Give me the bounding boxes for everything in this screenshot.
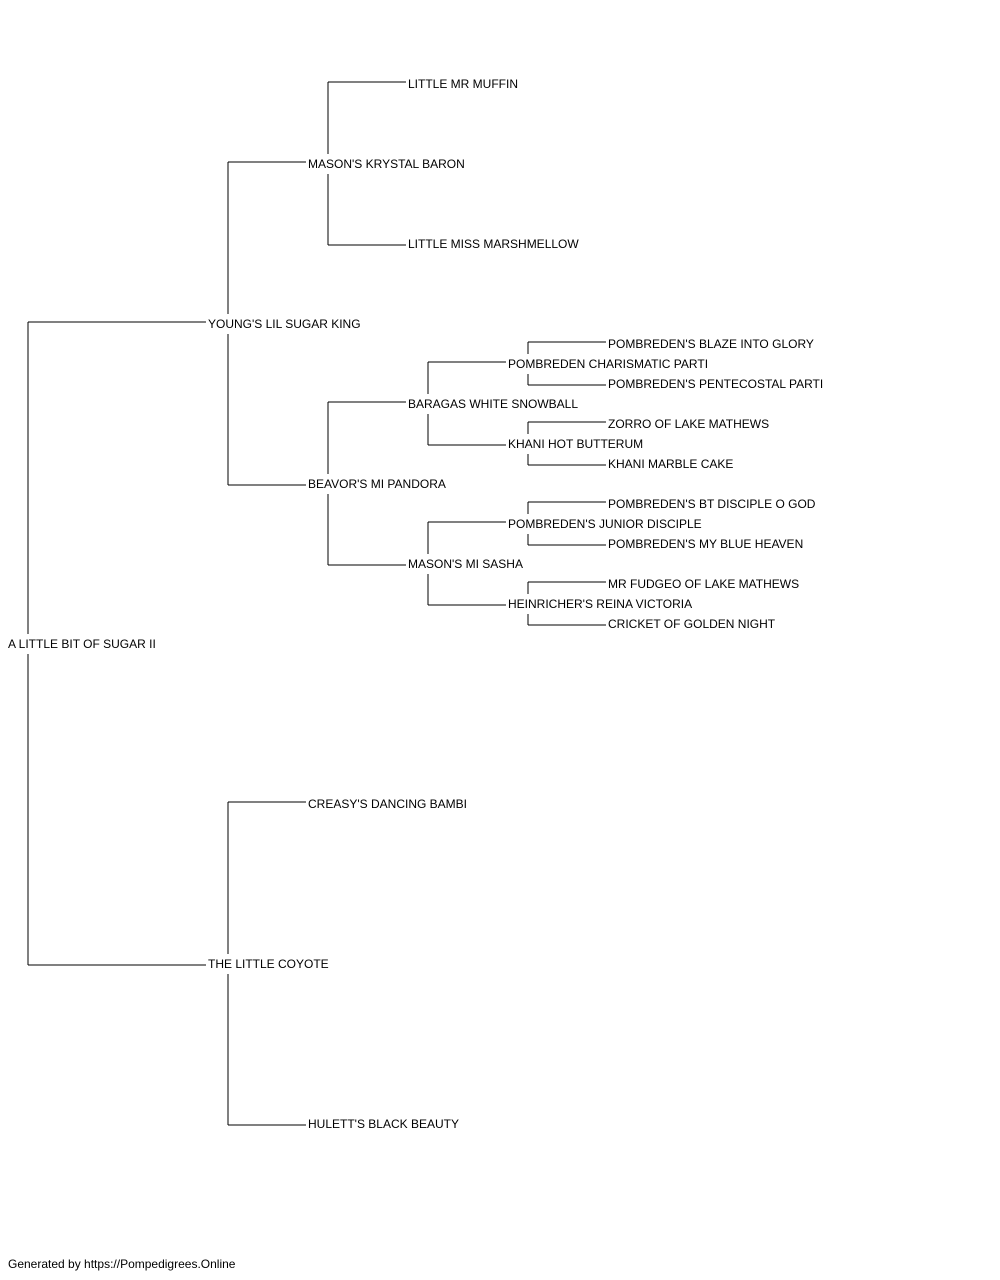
dog-name-dd: HULETT'S BLACK BEAUTY <box>308 1117 459 1131</box>
dog-name-d: THE LITTLE COYOTE <box>208 957 329 971</box>
pedigree-labels: A LITTLE BIT OF SUGAR II YOUNG'S LIL SUGA… <box>8 77 823 1131</box>
dog-name-sd: BEAVOR'S MI PANDORA <box>308 477 446 491</box>
dog-name-sdsd: KHANI HOT BUTTERUM <box>508 437 643 451</box>
pedigree-connectors <box>27 81 606 1126</box>
dog-name-sdssd: POMBREDEN'S PENTECOSTAL PARTI <box>608 377 823 391</box>
dog-name-sss: LITTLE MR MUFFIN <box>408 77 518 91</box>
dog-name-ds: CREASY'S DANCING BAMBI <box>308 797 467 811</box>
dog-name-sdds: POMBREDEN'S JUNIOR DISCIPLE <box>508 517 702 531</box>
dog-name-sddds: MR FUDGEO OF LAKE MATHEWS <box>608 577 799 591</box>
dog-name-sddsd: POMBREDEN'S MY BLUE HEAVEN <box>608 537 803 551</box>
dog-name-sdsdd: KHANI MARBLE CAKE <box>608 457 733 471</box>
dog-name-sddss: POMBREDEN'S BT DISCIPLE O GOD <box>608 497 816 511</box>
dog-name-ssd: LITTLE MISS MARSHMELLOW <box>408 237 579 251</box>
dog-name-sddd: HEINRICHER'S REINA VICTORIA <box>508 597 692 611</box>
dog-name-sdss: POMBREDEN CHARISMATIC PARTI <box>508 357 708 371</box>
footer-credit: Generated by https://Pompedigrees.Online <box>8 1257 236 1271</box>
dog-name-sdsss: POMBREDEN'S BLAZE INTO GLORY <box>608 337 814 351</box>
dog-name-sdddd: CRICKET OF GOLDEN NIGHT <box>608 617 776 631</box>
dog-name-sdsds: ZORRO OF LAKE MATHEWS <box>608 417 769 431</box>
dog-name-sds: BARAGAS WHITE SNOWBALL <box>408 397 578 411</box>
dog-name-ss: MASON'S KRYSTAL BARON <box>308 157 465 171</box>
dog-name-root: A LITTLE BIT OF SUGAR II <box>8 637 156 651</box>
dog-name-s: YOUNG'S LIL SUGAR KING <box>208 317 361 331</box>
dog-name-sdd: MASON'S MI SASHA <box>408 557 523 571</box>
